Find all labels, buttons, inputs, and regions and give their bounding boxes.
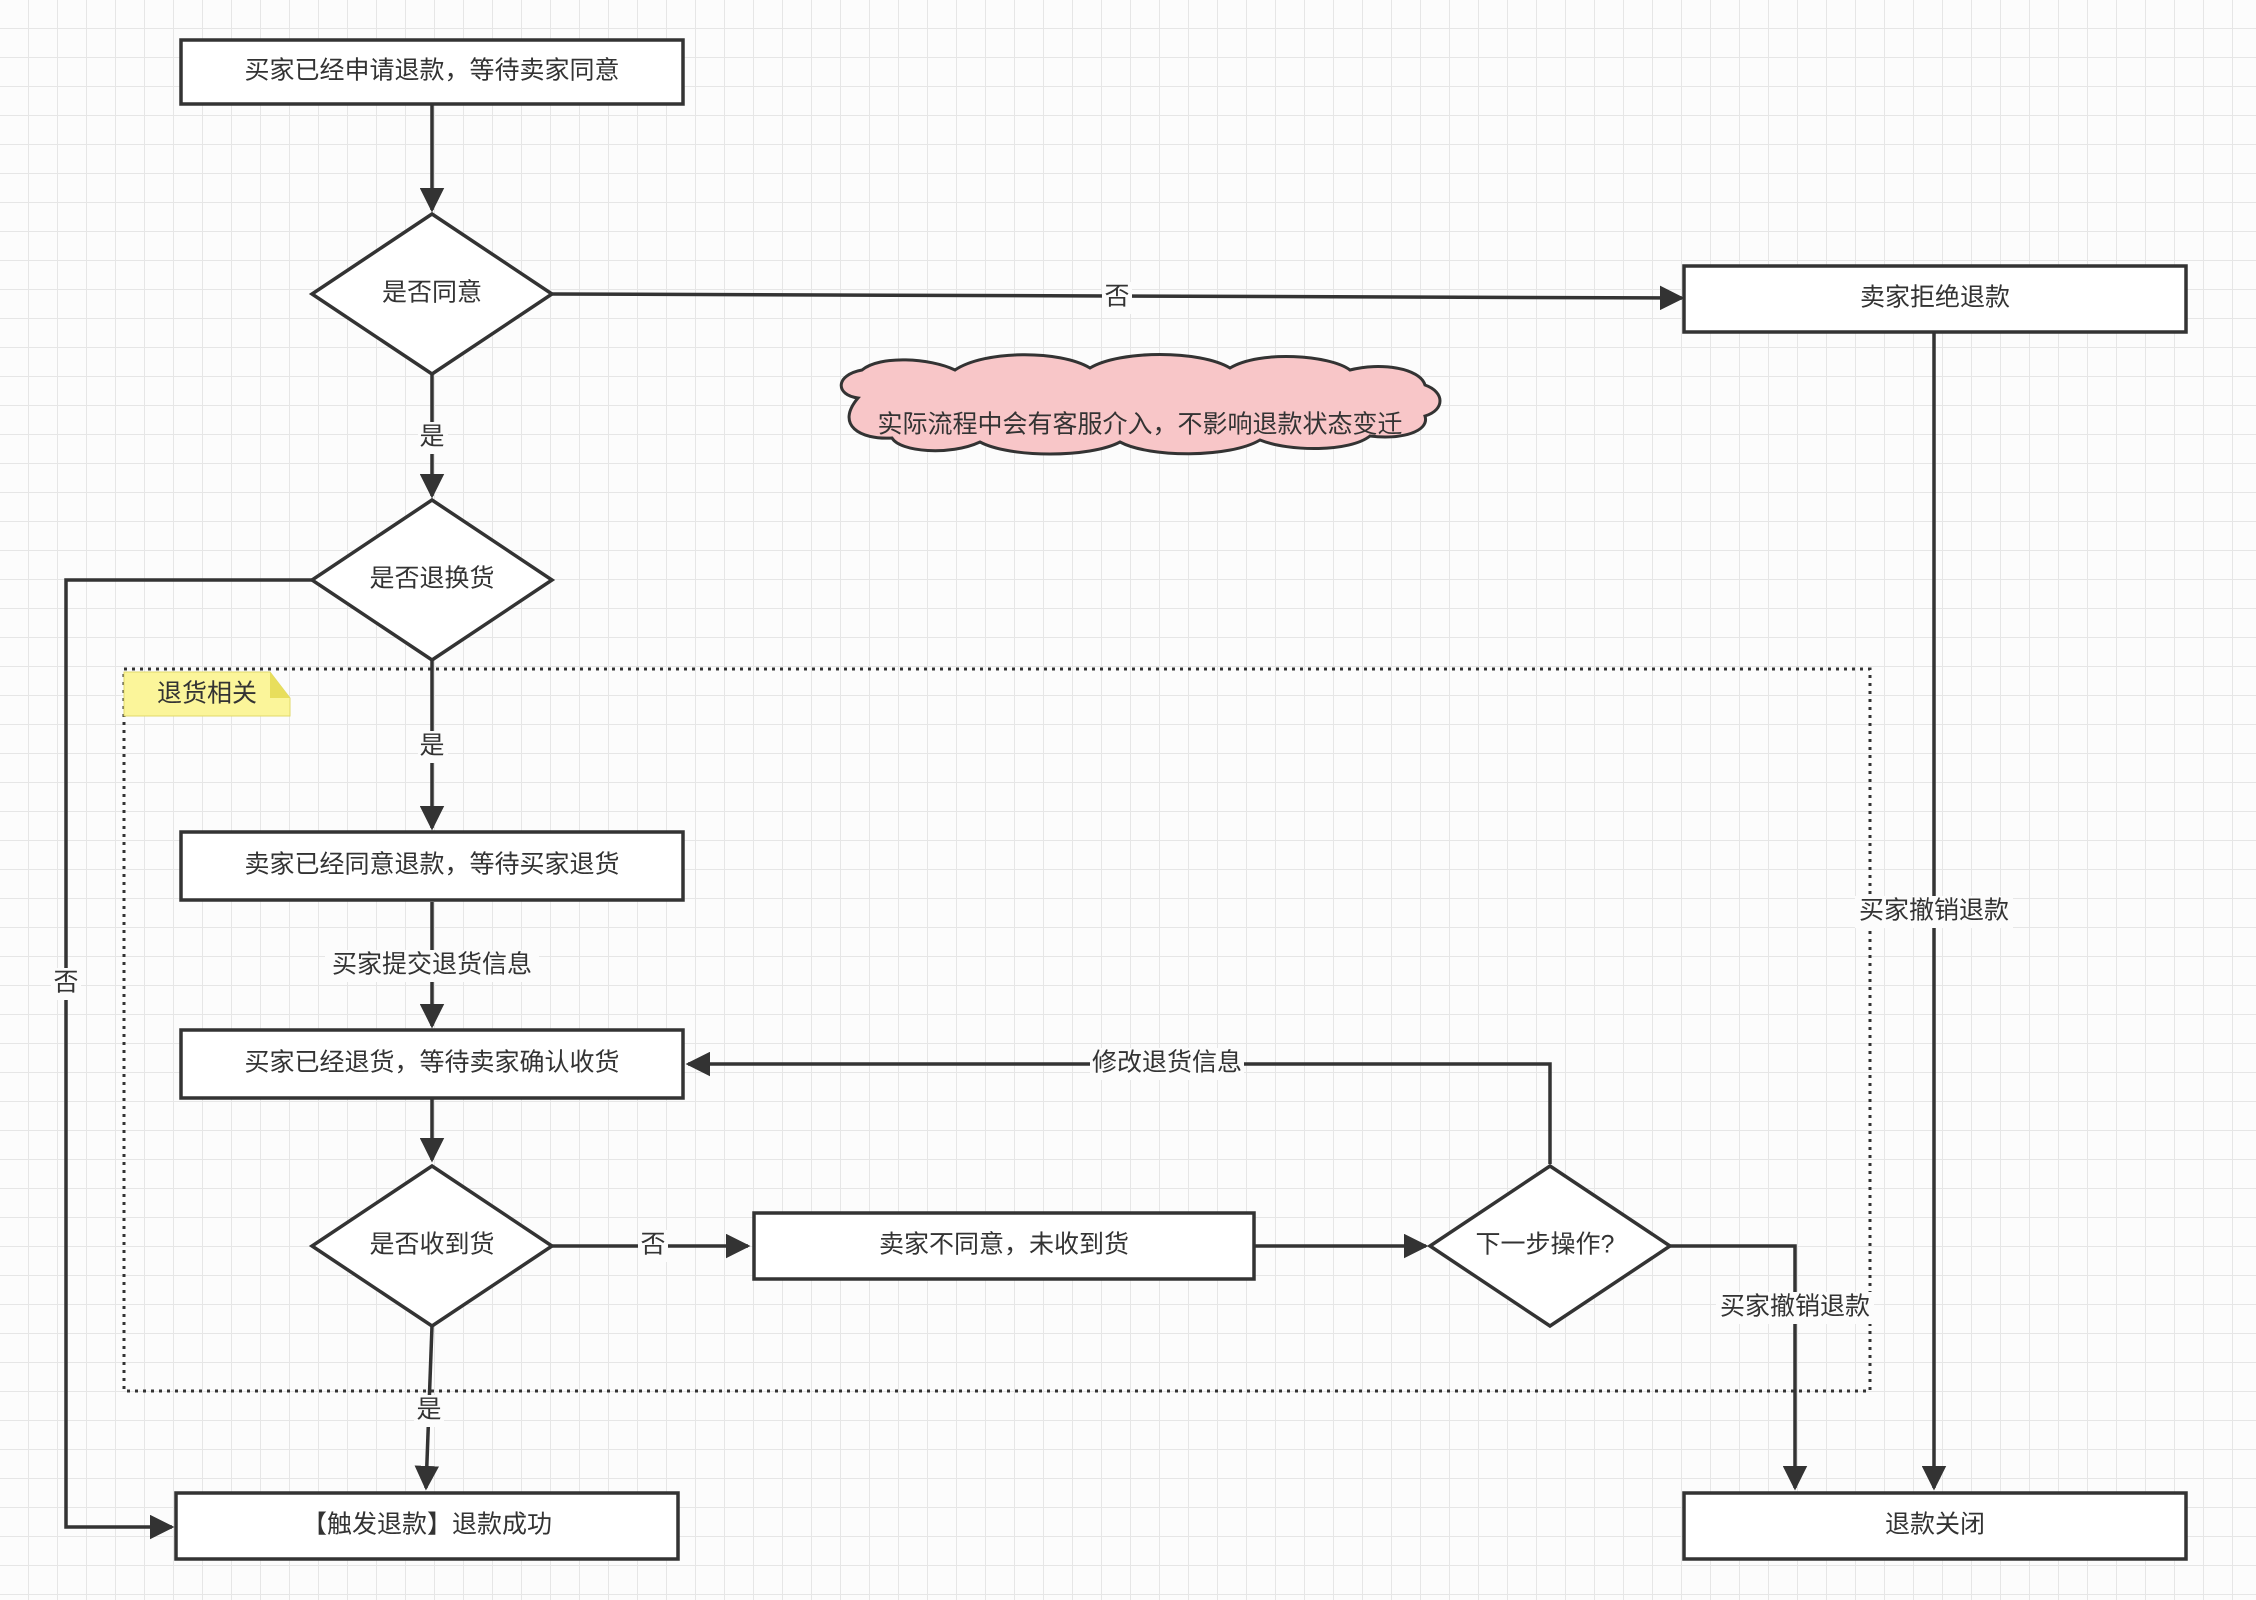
node-received-decision[interactable]: 是否收到货	[308, 1163, 556, 1329]
edge-label-bg	[418, 731, 448, 763]
label-modify-return-info: 修改退货信息	[1092, 1049, 1242, 1077]
node-agree-decision-label: 是否同意	[382, 279, 482, 307]
edge-label-bg	[51, 968, 81, 1000]
label-submit-return-info: 买家提交退货信息	[332, 951, 532, 979]
label-received-no: 否	[640, 1231, 665, 1259]
label-received-yes: 是	[416, 1396, 441, 1424]
node-seller-not-received[interactable]: 卖家不同意，未收到货	[752, 1211, 1256, 1281]
label-next-cancel: 买家撤销退款	[1720, 1293, 1870, 1321]
node-start[interactable]: 买家已经申请退款，等待卖家同意	[179, 38, 685, 106]
edge-label-bg	[1102, 282, 1132, 314]
edge-next-cancel	[1670, 1244, 1808, 1491]
edge-label-bg	[1090, 1048, 1244, 1080]
label-agree-yes: 是	[419, 423, 444, 451]
node-buyer-returned-label: 买家已经退货，等待卖家确认收货	[244, 1049, 619, 1077]
node-seller-agree-wait[interactable]: 卖家已经同意退款，等待买家退货	[179, 830, 685, 902]
label-return-no: 否	[53, 969, 78, 997]
edge-label-bg	[1716, 1292, 1874, 1324]
edge-label-bg	[325, 950, 539, 982]
node-return-decision[interactable]: 是否退换货	[308, 497, 556, 663]
edge-label-bg	[418, 422, 448, 454]
cloud-note[interactable]: 实际流程中会有客服介入，不影响退款状态变迁	[839, 353, 1442, 456]
node-seller-reject[interactable]: 卖家拒绝退款	[1682, 264, 2188, 334]
node-received-decision-label: 是否收到货	[369, 1231, 494, 1259]
node-next-step[interactable]: 下一步操作?	[1426, 1163, 1674, 1329]
node-start-label: 买家已经申请退款，等待卖家同意	[244, 57, 619, 85]
cloud-note-text: 实际流程中会有客服介入，不影响退款状态变迁	[877, 411, 1402, 439]
return-group-note[interactable]: 退货相关	[123, 671, 291, 717]
node-seller-reject-label: 卖家拒绝退款	[1860, 284, 2010, 312]
node-refund-success-label: 【触发退款】退款成功	[302, 1511, 552, 1539]
edge-label-bg	[638, 1230, 668, 1262]
node-agree-decision[interactable]: 是否同意	[308, 211, 556, 377]
label-agree-no: 否	[1104, 283, 1129, 311]
edge-label-bg	[1855, 896, 2013, 928]
node-seller-agree-wait-label: 卖家已经同意退款，等待买家退货	[244, 851, 619, 879]
node-seller-not-received-label: 卖家不同意，未收到货	[879, 1231, 1129, 1259]
edge-return-no	[64, 578, 312, 1540]
node-return-decision-label: 是否退换货	[369, 565, 494, 593]
edge-modify-return-info	[685, 1051, 1552, 1164]
node-next-step-label: 下一步操作?	[1476, 1231, 1615, 1259]
label-reject-cancel: 买家撤销退款	[1859, 897, 2009, 925]
edge-label-bg	[414, 1395, 444, 1427]
node-buyer-returned[interactable]: 买家已经退货，等待卖家确认收货	[179, 1028, 685, 1100]
node-refund-closed-label: 退款关闭	[1885, 1511, 1985, 1539]
label-return-yes: 是	[419, 732, 444, 760]
node-refund-success[interactable]: 【触发退款】退款成功	[174, 1491, 680, 1561]
return-group-frame[interactable]	[122, 667, 1872, 1393]
node-refund-closed[interactable]: 退款关闭	[1682, 1491, 2188, 1561]
return-group-label: 退货相关	[157, 680, 257, 708]
